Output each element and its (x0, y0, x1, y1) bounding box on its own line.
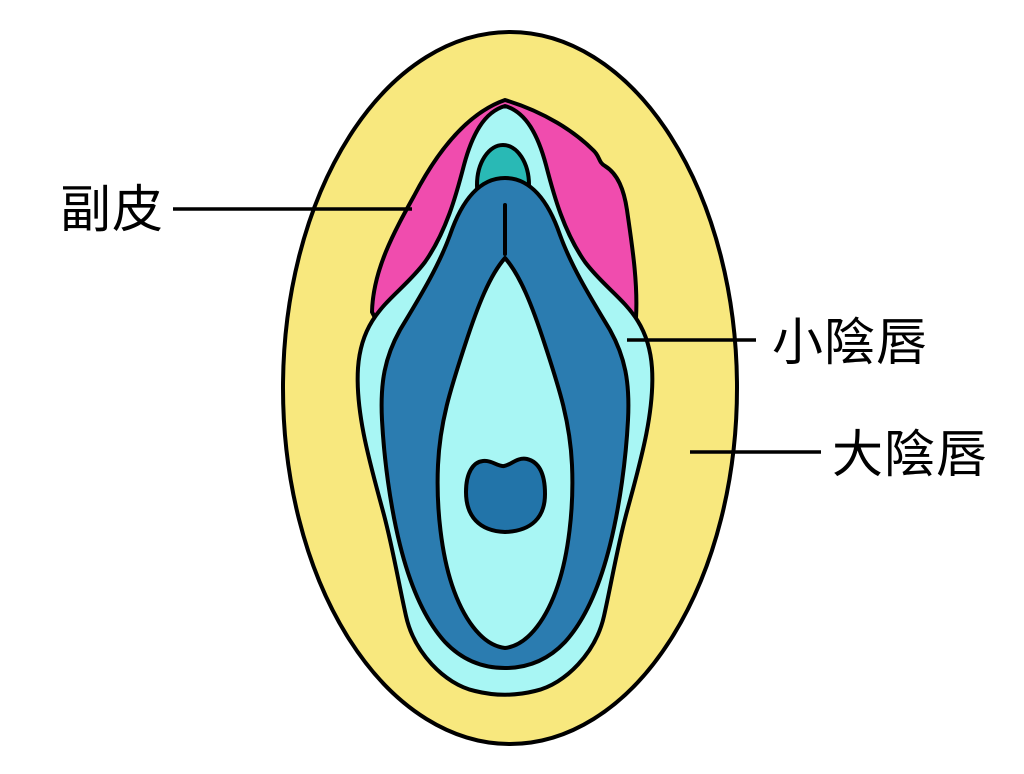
label-labia-majora: 大陰唇 (832, 426, 988, 483)
label-labia-minora: 小陰唇 (772, 314, 928, 371)
vaginal-opening-shape (464, 456, 547, 534)
label-prepuce: 副皮 (60, 181, 164, 238)
inner-labia-ring-shape (379, 176, 631, 670)
